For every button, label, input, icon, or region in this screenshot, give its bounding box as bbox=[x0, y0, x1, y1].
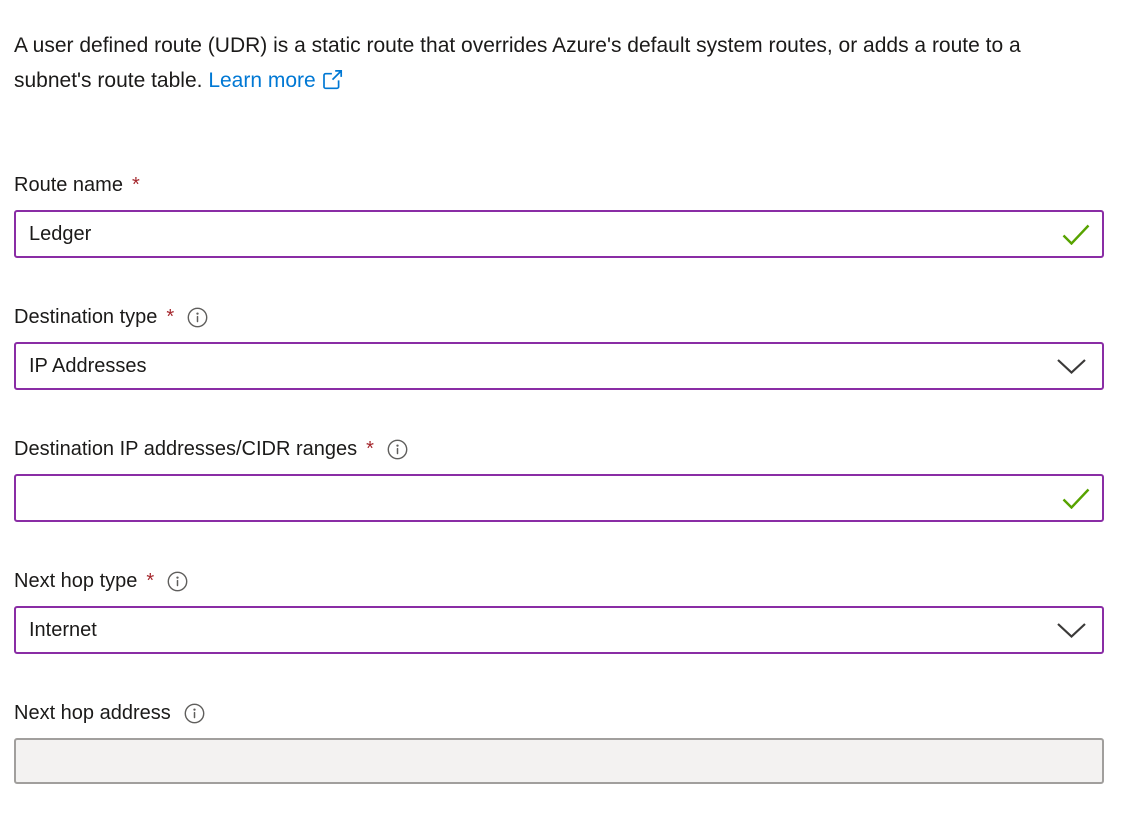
destination-ip-control bbox=[14, 474, 1104, 522]
required-asterisk: * bbox=[131, 174, 140, 196]
add-route-form: A user defined route (UDR) is a static r… bbox=[14, 28, 1104, 784]
next-hop-type-label-row: Next hop type * bbox=[14, 568, 1104, 595]
learn-more-link[interactable]: Learn more bbox=[208, 69, 342, 92]
external-link-icon bbox=[322, 70, 343, 95]
destination-type-label: Destination type bbox=[14, 306, 158, 328]
destination-ip-input[interactable] bbox=[14, 474, 1104, 522]
chevron-down-icon bbox=[1056, 358, 1087, 375]
route-name-control bbox=[14, 210, 1104, 258]
destination-type-label-row: Destination type * bbox=[14, 304, 1104, 331]
destination-ip-label: Destination IP addresses/CIDR ranges bbox=[14, 438, 358, 460]
info-icon[interactable] bbox=[184, 703, 205, 724]
field-route-name: Route name * bbox=[14, 172, 1104, 258]
destination-type-dropdown[interactable]: IP Addresses bbox=[14, 342, 1104, 390]
route-name-label: Route name bbox=[14, 174, 123, 196]
field-next-hop-type: Next hop type * Internet bbox=[14, 568, 1104, 654]
required-asterisk: * bbox=[366, 438, 374, 460]
next-hop-type-control: Internet bbox=[14, 606, 1104, 654]
intro-paragraph: A user defined route (UDR) is a static r… bbox=[14, 28, 1059, 101]
next-hop-address-control bbox=[14, 738, 1104, 784]
info-icon[interactable] bbox=[187, 307, 208, 328]
info-icon[interactable] bbox=[387, 439, 408, 460]
field-destination-type: Destination type * IP Addresses bbox=[14, 304, 1104, 390]
destination-type-value: IP Addresses bbox=[29, 354, 147, 377]
route-name-label-row: Route name * bbox=[14, 172, 1104, 199]
intro-text: A user defined route (UDR) is a static r… bbox=[14, 34, 1021, 92]
destination-ip-label-row: Destination IP addresses/CIDR ranges * bbox=[14, 436, 1104, 463]
info-icon[interactable] bbox=[167, 571, 188, 592]
next-hop-type-dropdown[interactable]: Internet bbox=[14, 606, 1104, 654]
chevron-down-icon bbox=[1056, 622, 1087, 639]
next-hop-type-label: Next hop type bbox=[14, 570, 138, 592]
next-hop-address-input bbox=[14, 738, 1104, 784]
field-destination-ip: Destination IP addresses/CIDR ranges * bbox=[14, 436, 1104, 522]
destination-type-control: IP Addresses bbox=[14, 342, 1104, 390]
field-next-hop-address: Next hop address bbox=[14, 700, 1104, 784]
route-name-input[interactable] bbox=[14, 210, 1104, 258]
next-hop-address-label: Next hop address bbox=[14, 702, 171, 724]
required-asterisk: * bbox=[146, 570, 155, 592]
next-hop-type-value: Internet bbox=[29, 618, 97, 641]
required-asterisk: * bbox=[166, 306, 175, 328]
next-hop-address-label-row: Next hop address bbox=[14, 700, 1104, 727]
learn-more-label: Learn more bbox=[208, 69, 316, 92]
